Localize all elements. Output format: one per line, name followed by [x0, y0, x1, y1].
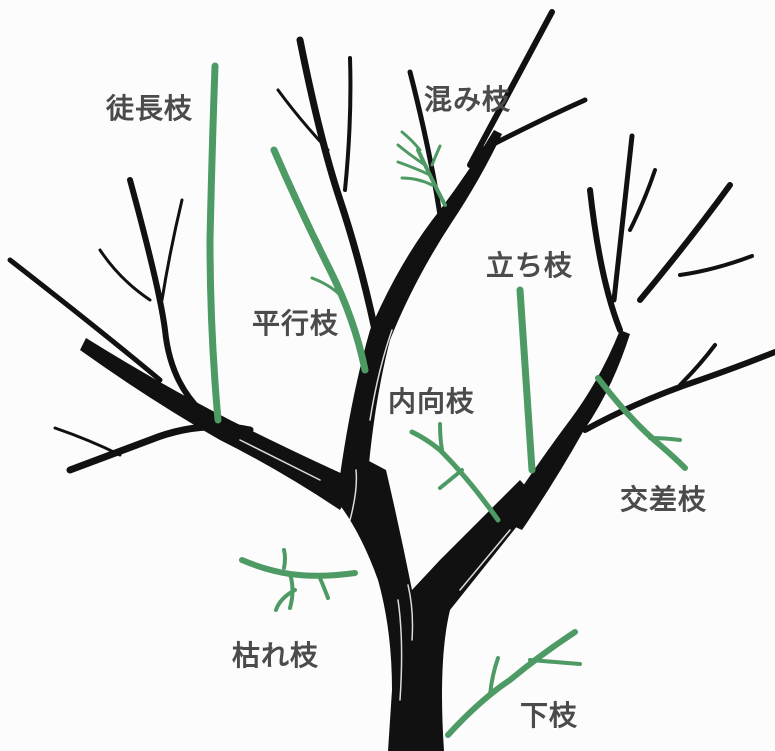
label-lower-branch: 下枝 — [520, 702, 578, 730]
central-leader — [338, 130, 502, 500]
crowded-branch — [398, 132, 445, 205]
branch — [55, 428, 120, 455]
label-parallel-branch: 平行枝 — [252, 310, 339, 338]
label-water-sprout: 徒長枝 — [106, 95, 193, 123]
branch — [590, 190, 620, 330]
trunk — [336, 452, 538, 751]
dead-branch — [242, 550, 355, 610]
branch — [162, 200, 182, 300]
label-dead-branch: 枯れ枝 — [232, 642, 319, 670]
branch — [100, 250, 150, 300]
branch — [345, 58, 350, 190]
upright-branch — [520, 290, 532, 470]
label-inward-branch: 内向枝 — [388, 388, 475, 416]
branch — [10, 260, 160, 380]
label-crowded-branch: 混み枝 — [424, 86, 511, 114]
inward-branch — [412, 424, 498, 520]
label-upright-branch: 立ち枝 — [486, 252, 573, 280]
right-limb — [500, 330, 630, 530]
label-crossing-branch: 交差枝 — [620, 486, 707, 514]
branch — [680, 256, 752, 275]
branch — [614, 136, 632, 300]
branch — [630, 170, 655, 230]
branch — [640, 185, 730, 300]
water-sprout-branch — [210, 66, 218, 420]
